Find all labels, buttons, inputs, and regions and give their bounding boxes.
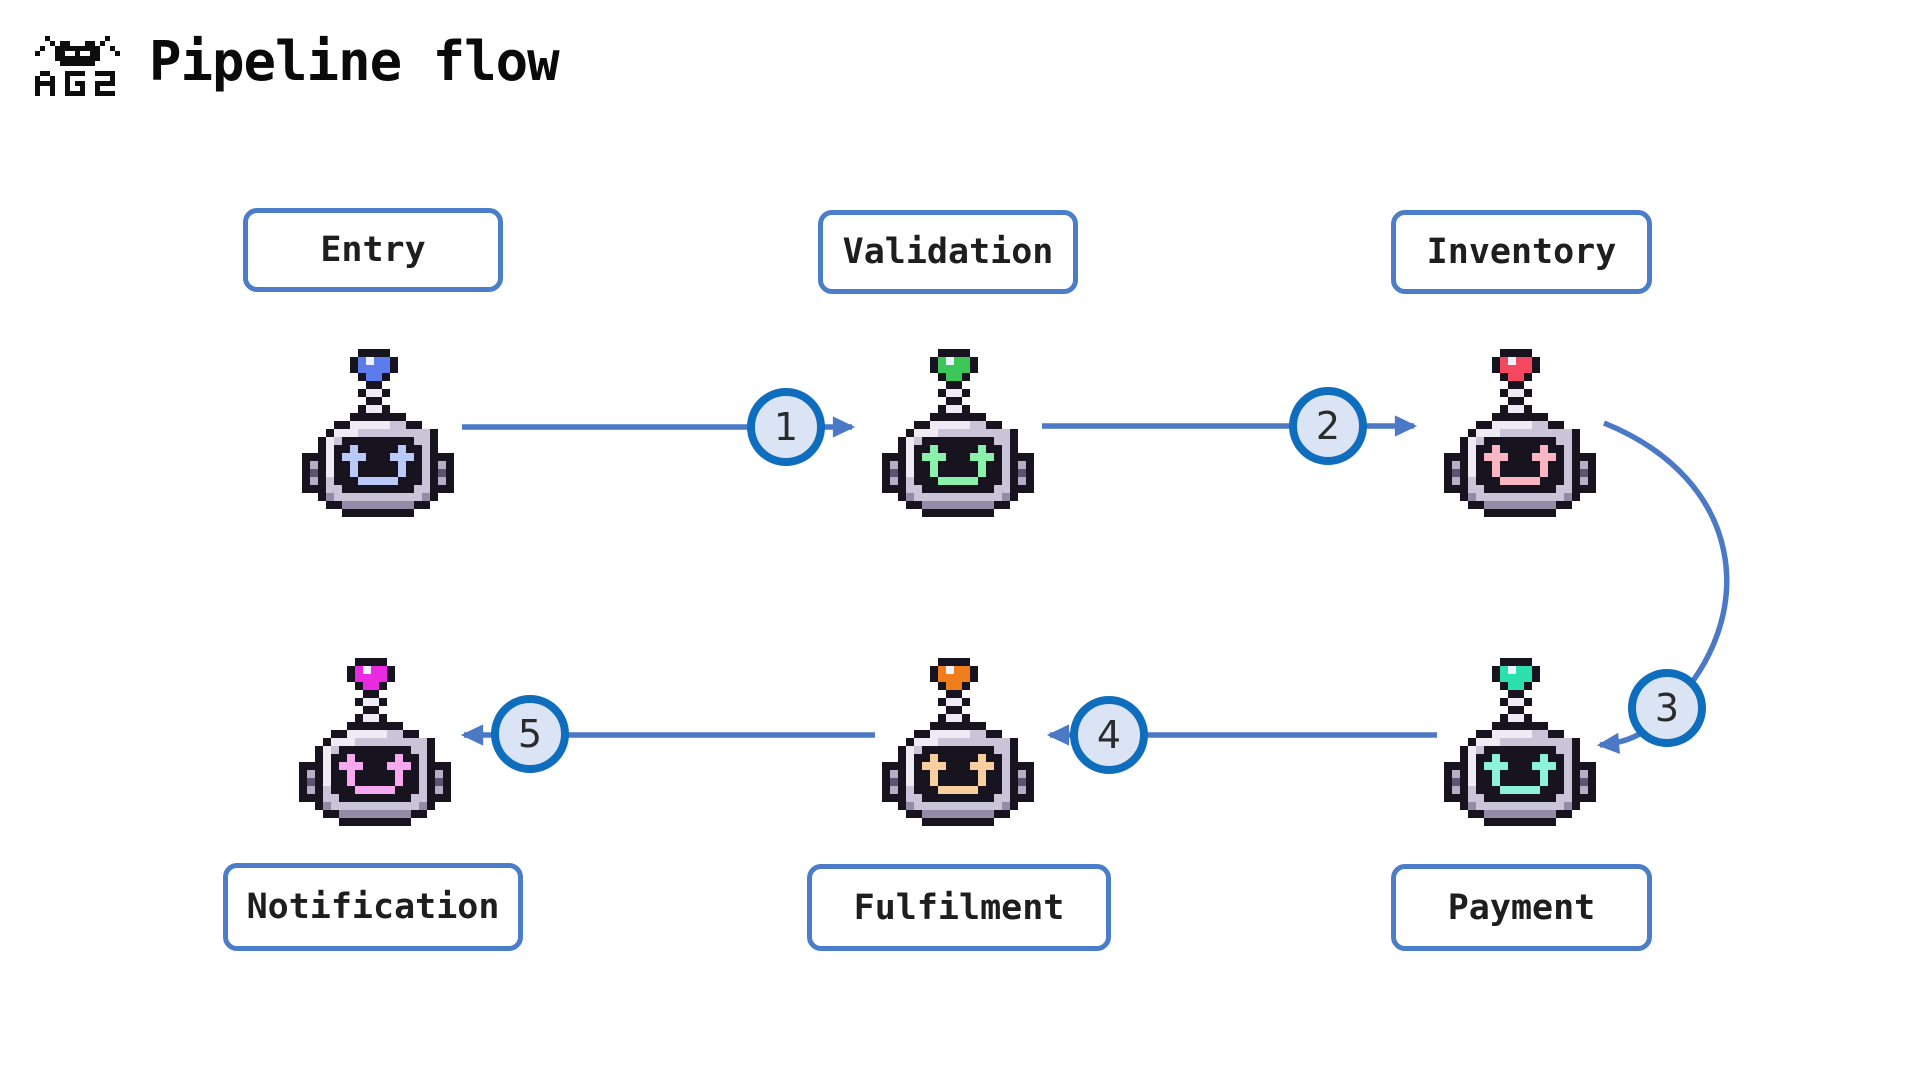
node-box-validation: Validation: [818, 210, 1078, 294]
robot-agent-entry-icon: [302, 349, 454, 517]
node-box-fulfilment: Fulfilment: [807, 864, 1111, 951]
node-box-notification: Notification: [223, 863, 523, 951]
node-box-payment: Payment: [1391, 864, 1652, 951]
node-label-notification: Notification: [246, 887, 500, 927]
step-badge-5: 5: [491, 695, 569, 773]
node-box-entry: Entry: [243, 208, 503, 292]
step-badge-2: 2: [1289, 387, 1367, 465]
node-label-fulfilment: Fulfilment: [853, 887, 1065, 928]
node-label-validation: Validation: [842, 232, 1054, 272]
node-box-inventory: Inventory: [1391, 210, 1652, 294]
node-label-inventory: Inventory: [1426, 232, 1617, 272]
robot-agent-validation-icon: [882, 349, 1034, 517]
ag2-logo-icon: AG2: [35, 36, 121, 98]
node-label-payment: Payment: [1447, 887, 1596, 928]
robot-agent-inventory-icon: [1444, 349, 1596, 517]
robot-agent-fulfilment-icon: [882, 658, 1034, 826]
step-badge-1: 1: [747, 388, 825, 466]
node-label-entry: Entry: [320, 230, 426, 270]
step-badge-4: 4: [1070, 696, 1148, 774]
step-badge-3: 3: [1628, 669, 1706, 747]
header: AG2 Pipeline flow: [35, 30, 560, 98]
robot-agent-notification-icon: [299, 658, 451, 826]
page-title: Pipeline flow: [149, 30, 560, 93]
robot-agent-payment-icon: [1444, 658, 1596, 826]
